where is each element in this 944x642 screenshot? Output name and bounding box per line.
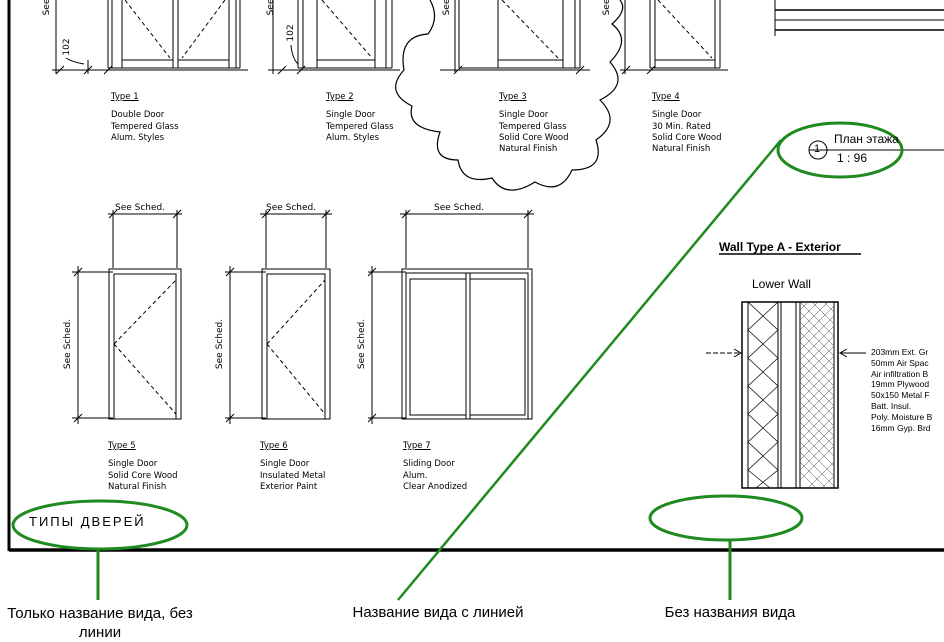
- view-tag-number: 1: [814, 143, 821, 155]
- material-line: Poly. Moisture B: [871, 411, 933, 422]
- highlight-annotations: [11, 121, 904, 601]
- callout-right: Без названия вида: [664, 604, 796, 621]
- door-note-line: Solid Core Wood: [499, 132, 569, 143]
- dim-102-2: 102: [286, 24, 296, 42]
- door-note-line: Single Door: [260, 459, 310, 470]
- door-type-6-elevation: [225, 209, 332, 424]
- door-note-type-7: Type 7 Sliding Door Alum. Clear Anodized: [403, 441, 467, 493]
- door-note-line: Natural Finish: [499, 144, 558, 155]
- door-note-line: Tempered Glass: [326, 121, 394, 132]
- dim-see-sched-5-h: See Sched.: [115, 203, 166, 213]
- door-note-line: Alum. Styles: [111, 132, 165, 143]
- material-line: Batt. Insul.: [871, 400, 912, 411]
- dim-see-sched-7-h: See Sched.: [434, 203, 485, 213]
- material-line: 50x150 Metal F: [871, 390, 930, 401]
- door-note-type-2: Type 2 Single Door Tempered Glass Alum. …: [326, 92, 394, 144]
- door-type-title: Type 6: [260, 441, 288, 451]
- door-note-line: Solid Core Wood: [108, 470, 178, 481]
- material-line: 50mm Air Spac: [871, 357, 929, 368]
- material-line: 16mm Gyp. Brd: [871, 422, 931, 433]
- sheet-view-title[interactable]: ТИПЫ ДВЕРЕЙ: [29, 514, 146, 529]
- door-type-2-elevation: [268, 0, 400, 75]
- callout-left: Только название вида, без линии: [0, 604, 214, 642]
- door-note-line: Sliding Door: [403, 459, 455, 470]
- door-note-type-4: Type 4 Single Door 30 Min. Rated Solid C…: [652, 92, 722, 155]
- door-note-type-5: Type 5 Single Door Solid Core Wood Natur…: [108, 441, 178, 493]
- material-line: Air infiltration B: [871, 368, 929, 379]
- door-type-5-elevation: [72, 209, 182, 424]
- dim-see-3: See: [442, 0, 452, 16]
- door-note-line: Alum. Styles: [326, 132, 380, 143]
- callout-left-line-2: линии: [78, 624, 122, 641]
- door-type-title: Type 7: [403, 441, 431, 451]
- dim-see-4: See: [602, 0, 612, 16]
- dim-see-sched-6-v: See Sched.: [215, 318, 225, 370]
- wall-hatch-brick: [747, 301, 779, 489]
- wall-materials-list: 203mm Ext. Gr 50mm Air Spac Air infiltra…: [871, 347, 932, 433]
- door-note-line: Natural Finish: [652, 144, 711, 155]
- door-note-line: Alum.: [403, 470, 428, 481]
- door-note-line: Single Door: [326, 110, 376, 121]
- door-note-line: Clear Anodized: [403, 481, 468, 492]
- door-note-line: Insulated Metal: [260, 470, 326, 481]
- door-note-line: Natural Finish: [108, 481, 167, 492]
- view-tag-scale: 1 : 96: [837, 151, 868, 165]
- door-note-line: Single Door: [108, 459, 158, 470]
- dim-see-sched-6-h: See Sched.: [266, 203, 317, 213]
- door-note-line: Single Door: [499, 110, 549, 121]
- wall-type-title: Wall Type A - Exterior: [719, 240, 841, 254]
- door-note-line: Double Door: [111, 110, 165, 121]
- door-note-line: Single Door: [652, 110, 702, 121]
- dim-102-1: 102: [62, 38, 72, 56]
- door-type-title: Type 2: [326, 92, 354, 102]
- door-type-title: Type 4: [652, 92, 680, 102]
- callout-left-line-1: Только название вида, без: [7, 605, 193, 622]
- door-type-4-elevation: [620, 0, 728, 75]
- door-type-title: Type 1: [111, 92, 139, 102]
- dim-see-2: See: [266, 0, 276, 16]
- leader-middle: [397, 139, 782, 601]
- door-note-type-1: Type 1 Double Door Tempered Glass Alum. …: [111, 92, 179, 144]
- door-note-line: 30 Min. Rated: [652, 121, 711, 132]
- door-note-line: Exterior Paint: [260, 481, 318, 492]
- wall-label: Lower Wall: [752, 277, 811, 291]
- door-note-type-6: Type 6 Single Door Insulated Metal Exter…: [260, 441, 325, 493]
- dim-see-sched-7-v: See Sched.: [357, 318, 367, 370]
- revision-cloud: [395, 0, 624, 191]
- highlight-ellipse-left: [11, 499, 189, 551]
- door-type-title: Type 3: [499, 92, 527, 102]
- dim-see-sched-5-v: See Sched.: [63, 318, 73, 370]
- door-type-1-elevation: [52, 0, 248, 75]
- door-type-3-elevation: [440, 0, 590, 75]
- wall-section-detail: [706, 301, 866, 489]
- wall-hatch-insulation: [799, 301, 835, 489]
- door-note-line: Tempered Glass: [111, 121, 179, 132]
- view-tag-name[interactable]: План этажа: [834, 132, 899, 146]
- door-note-type-3: Type 3 Single Door Tempered Glass Solid …: [499, 92, 569, 155]
- door-note-line: Tempered Glass: [499, 121, 567, 132]
- dim-see-1: See: [42, 0, 52, 16]
- material-line: 203mm Ext. Gr: [871, 347, 929, 357]
- material-line: 19mm Plywood: [871, 379, 930, 390]
- door-note-line: Solid Core Wood: [652, 132, 722, 143]
- door-type-title: Type 5: [108, 441, 136, 451]
- highlight-ellipse-tag: [776, 121, 904, 179]
- callout-middle: Название вида с линией: [352, 604, 524, 621]
- door-type-7-elevation: [367, 209, 534, 424]
- highlight-ellipse-right: [648, 494, 804, 542]
